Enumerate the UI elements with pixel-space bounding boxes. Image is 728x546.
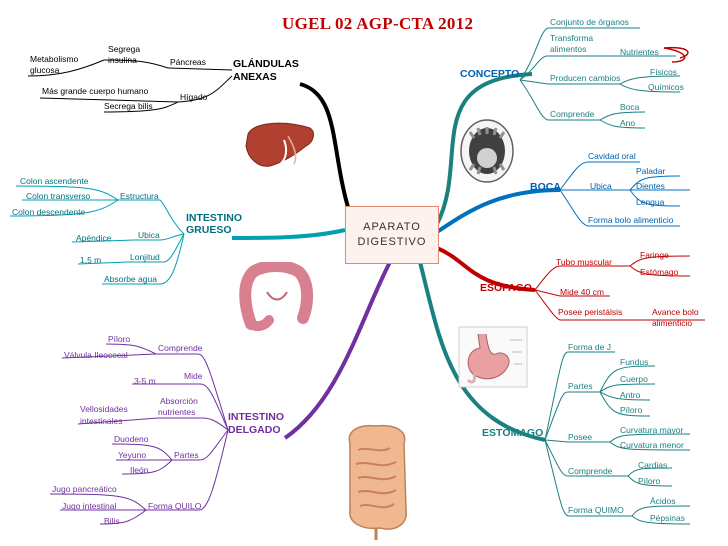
node-piloro-d: Píloro <box>108 334 131 344</box>
node-nutrientes: Nutrientes <box>620 47 659 57</box>
node-absorbe: Absorbe agua <box>104 274 157 284</box>
node-insulina: insulina <box>108 55 137 65</box>
node-piloro-e1: Píloro <box>620 405 643 415</box>
node-acidos: Ácidos <box>650 496 676 506</box>
node-comprende-c: Comprende <box>550 109 595 119</box>
node-colon-trans: Colon transverso <box>26 191 91 201</box>
node-yeyuno: Yeyuno <box>118 450 147 460</box>
node-ileon: Ileón <box>130 465 149 475</box>
node-cardias: Cardias <box>638 460 668 470</box>
node-fisicos: Físicos <box>650 67 677 77</box>
node-colon-desc: Colon descendente <box>12 207 86 217</box>
node-jugo-panc: Jugo pancreático <box>52 484 117 494</box>
node-pancreas: Páncreas <box>170 57 206 67</box>
grueso-label-2: GRUESO <box>186 224 232 236</box>
mouth-illustration <box>460 119 514 183</box>
node-estructura: Estructura <box>120 191 159 201</box>
stomach-illustration <box>458 326 528 388</box>
glandulas-label-1: GLÁNDULAS <box>233 58 299 70</box>
node-mas-grande: Más grande cuerpo humano <box>42 86 149 96</box>
node-formaj: Forma de J <box>568 342 611 352</box>
node-ubica-g: Ubica <box>138 230 160 240</box>
node-35m: 3-5 m <box>134 376 156 386</box>
node-absorcion: Absorción <box>160 396 198 406</box>
node-curv-menor: Curvatura menor <box>620 440 684 450</box>
node-tubo: Tubo muscular <box>556 257 612 267</box>
node-jugo-int: Jugo intestinal <box>62 501 117 511</box>
node-vellosidades: Vellosidades <box>80 404 128 414</box>
central-node: APARATO DIGESTIVO <box>345 206 439 264</box>
node-quilo: Forma QUILO <box>148 501 202 511</box>
node-partes-e: Partes <box>568 381 593 391</box>
node-quimicos: Químicos <box>648 82 684 92</box>
node-bilis-d: Bilis <box>104 516 120 526</box>
large-intestine-illustration <box>239 262 314 332</box>
node-curv-mayor: Curvatura mayor <box>620 425 684 435</box>
center-line-2: DIGESTIVO <box>357 236 427 248</box>
node-transforma: Transforma <box>550 33 594 43</box>
node-nutrientes-d: nutrientes <box>158 407 196 417</box>
center-line-1: APARATO <box>363 221 421 233</box>
estomago-label: ESTÓMAGO <box>482 427 544 439</box>
node-colon-asc: Colon ascendente <box>20 176 89 186</box>
node-ubica-b: Ubica <box>590 181 612 191</box>
delgado-label-1: INTESTINO <box>228 411 285 423</box>
node-estomago-e: Estómago <box>640 267 679 277</box>
node-cuerpo: Cuerpo <box>620 374 648 384</box>
node-duodeno: Duodeno <box>114 434 149 444</box>
boca-label: BOCA <box>530 181 561 193</box>
node-fundus: Fundus <box>620 357 649 367</box>
node-metabolismo: Metabolismo <box>30 54 79 64</box>
node-faringe: Faringe <box>640 250 669 260</box>
node-partes-d: Partes <box>174 450 199 460</box>
page-title: UGEL 02 AGP-CTA 2012 <box>282 14 474 33</box>
node-avance: Avance bolo <box>652 307 699 317</box>
node-boca-c: Boca <box>620 102 640 112</box>
node-15m: 1,5 m <box>80 255 102 265</box>
node-higado: Hígado <box>180 92 208 102</box>
node-bilis-g: Secrega bilis <box>104 101 153 111</box>
node-apendice: Apéndice <box>76 233 112 243</box>
node-comprende-d: Comprende <box>158 343 203 353</box>
node-posee: Posee <box>568 432 593 442</box>
node-segrega: Segrega <box>108 44 141 54</box>
node-dientes: Dientes <box>636 181 665 191</box>
node-paladar: Paladar <box>636 166 666 176</box>
node-piloro-e2: Píloro <box>638 476 661 486</box>
node-comprende-e: Comprende <box>568 466 613 476</box>
node-mide40: Mide 40 cm <box>560 287 604 297</box>
node-quimo: Forma QUIMO <box>568 505 624 515</box>
node-alimentos: alimentos <box>550 44 587 54</box>
delgado-label-2: DELGADO <box>228 424 281 436</box>
node-cavidad: Cavidad oral <box>588 151 636 161</box>
node-conjunto: Conjunto de órganos <box>550 17 629 27</box>
node-peristalsis: Posee peristálsis <box>558 307 623 317</box>
node-pepsinas: Pépsinas <box>650 513 685 523</box>
node-lonjitud: Lonjitud <box>130 252 160 262</box>
concepto-label: CONCEPTO <box>460 68 520 80</box>
node-valvula: Válvula Ileocecal <box>64 350 128 360</box>
node-producen: Producen cambios <box>550 73 621 83</box>
small-intestine-illustration <box>348 424 407 540</box>
node-alimenticio: alimenticio <box>652 318 693 328</box>
node-intestinales: intestinales <box>80 416 123 426</box>
node-ano: Ano <box>620 118 636 128</box>
node-antro: Antro <box>620 390 641 400</box>
node-bolo: Forma bolo alimenticio <box>588 215 674 225</box>
node-glucosa: glucosa <box>30 65 60 75</box>
liver-illustration <box>245 122 314 167</box>
node-lengua: Lengua <box>636 197 665 207</box>
node-mide-d: Mide <box>184 371 203 381</box>
esofago-label: ESÓFAGO <box>480 282 532 294</box>
glandulas-label-2: ANEXAS <box>233 71 277 83</box>
grueso-label-1: INTESTINO <box>186 212 243 224</box>
